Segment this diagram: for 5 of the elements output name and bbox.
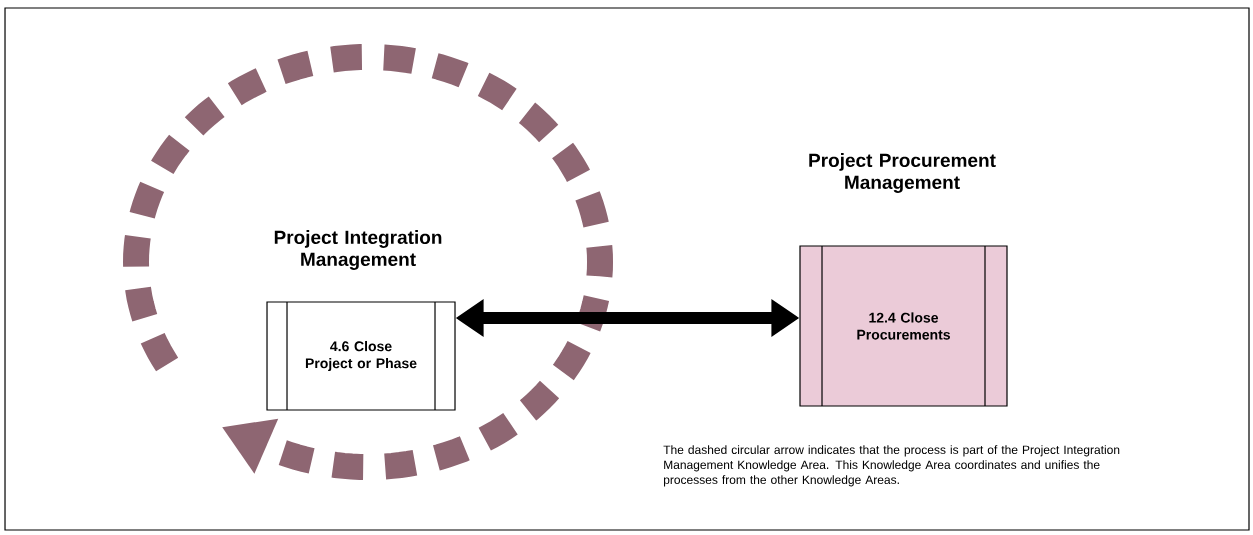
- process-box: 4.6 Close Project or Phase: [266, 301, 456, 411]
- area-heading: Project Integration Management: [274, 230, 442, 270]
- process-box: 12.4 Close Procurements: [799, 245, 1008, 407]
- area-heading: Project Procurement Management: [809, 153, 996, 193]
- note-text: The dashed circular arrow indicates that the process is part of the Project Integration Management Knowledge Area. This Knowledge Area coordinates and unifies the processes from the other Knowledge Areas.: [663, 445, 1120, 487]
